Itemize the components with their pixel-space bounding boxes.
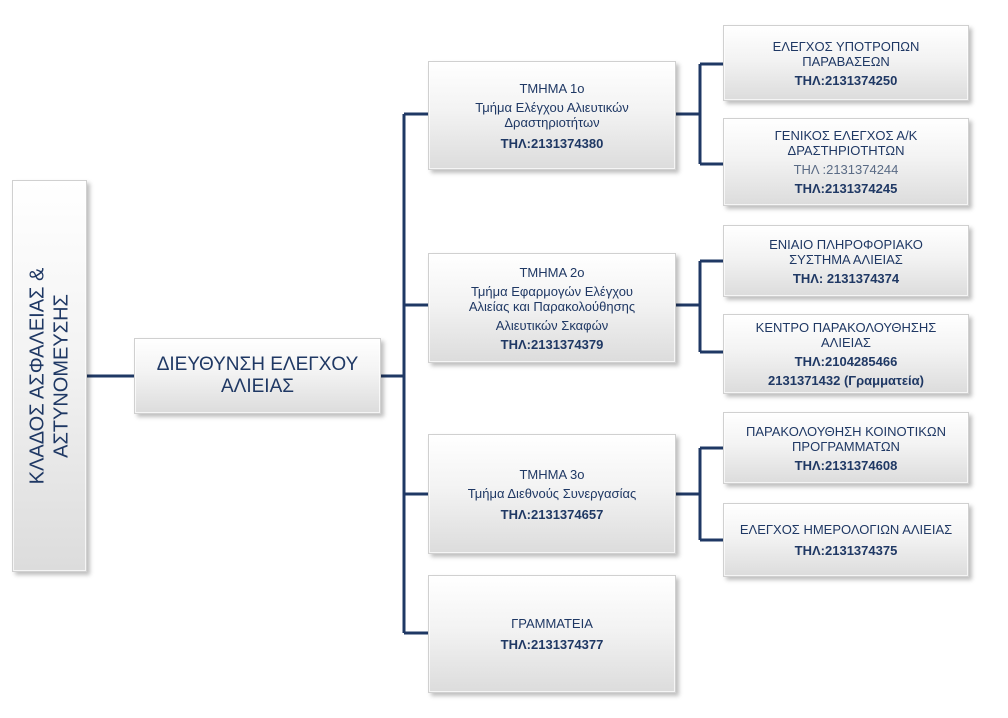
unit-1-name-line2: ΠΑΡΑΒΑΣΕΩΝ (802, 53, 890, 69)
unit-5-phone: ΤΗΛ:2131374608 (794, 457, 898, 473)
secretariat-box: ΓΡΑΜΜΑΤΕΙΑ ΤΗΛ:2131374377 (428, 575, 676, 693)
department-1-name-line1: Τμήμα Ελέγχου Αλιευτικών (475, 99, 629, 115)
unit-3-box: ΕΝΙΑΙΟ ΠΛΗΡΟΦΟΡΙΑΚΟ ΣΥΣΤΗΜΑ ΑΛΙΕΙΑΣ ΤΗΛ:… (723, 225, 969, 297)
department-2-name-line2: Αλιείας και Παρακολούθησης (468, 298, 636, 314)
unit-2-name-line2: ΔΡΑΣΤΗΡΙΟΤΗΤΩΝ (787, 143, 905, 158)
department-1-box: ΤΜΗΜΑ 1ο Τμήμα Ελέγχου Αλιευτικών Δραστη… (428, 61, 676, 170)
unit-3-name-line2: ΣΥΣΤΗΜΑ ΑΛΙΕΙΑΣ (789, 251, 903, 267)
root-label: ΚΛΑΔΟΣ ΑΣΦΑΛΕΙΑΣ & ΑΣΤΥΝΟΜΕΥΣΗΣ (26, 268, 74, 485)
unit-5-box: ΠΑΡΑΚΟΛΟΥΘΗΣΗ ΚΟΙΝΟΤΙΚΩΝ ΠΡΟΓΡΑΜΜΑΤΩΝ ΤΗ… (723, 412, 969, 484)
root-label-line2: ΑΣΤΥΝΟΜΕΥΣΗΣ (50, 294, 73, 458)
department-1-phone: ΤΗΛ:2131374380 (500, 135, 604, 151)
secretariat-title: ΓΡΑΜΜΑΤΕΙΑ (511, 616, 593, 631)
unit-5-name-line1: ΠΑΡΑΚΟΛΟΥΘΗΣΗ ΚΟΙΝΟΤΙΚΩΝ (746, 423, 946, 439)
unit-3-phone: ΤΗΛ: 2131374374 (792, 270, 900, 286)
department-3-box: ΤΜΗΜΑ 3ο Τμήμα Διεθνούς Συνεργασίας ΤΗΛ:… (428, 434, 676, 554)
unit-6-name: ΕΛΕΓΧΟΣ ΗΜΕΡΟΛΟΓΙΩΝ ΑΛΙΕΙΑΣ (739, 522, 953, 537)
unit-4-name-line2: ΑΛΙΕΙΑΣ (821, 335, 871, 350)
unit-3-name-line1: ΕΝΙΑΙΟ ΠΛΗΡΟΦΟΡΙΑΚΟ (769, 236, 923, 252)
directorate-line2: ΑΛΙΕΙΑΣ (220, 376, 294, 397)
unit-5-name-line2: ΠΡΟΓΡΑΜΜΑΤΩΝ (792, 438, 900, 454)
root-box-branch: ΚΛΑΔΟΣ ΑΣΦΑΛΕΙΑΣ & ΑΣΤΥΝΟΜΕΥΣΗΣ (12, 180, 87, 572)
unit-1-name-line1: ΕΛΕΓΧΟΣ ΥΠΟΤΡΟΠΩΝ (772, 38, 920, 54)
unit-4-phone: ΤΗΛ:2104285466 (794, 354, 898, 369)
department-3-name: Τμήμα Διεθνούς Συνεργασίας (467, 485, 637, 501)
department-3-title: ΤΜΗΜΑ 3ο (519, 466, 585, 482)
unit-4-phone-secretariat: 2131371432 (Γραμματεία) (768, 373, 924, 388)
department-2-box: ΤΜΗΜΑ 2ο Τμήμα Εφαρμογών Ελέγχου Αλιείας… (428, 253, 676, 363)
unit-6-box: ΕΛΕΓΧΟΣ ΗΜΕΡΟΛΟΓΙΩΝ ΑΛΙΕΙΑΣ ΤΗΛ:21313743… (723, 503, 969, 577)
department-2-phone: ΤΗΛ:2131374379 (500, 336, 604, 352)
directorate-box: ΔΙΕΥΘΥΝΣΗ ΕΛΕΓΧΟΥ ΑΛΙΕΙΑΣ (134, 338, 381, 414)
department-2-name-line3: Αλιευτικών Σκαφών (495, 317, 609, 333)
unit-6-phone: ΤΗΛ:2131374375 (794, 543, 898, 558)
unit-1-phone: ΤΗΛ:2131374250 (794, 72, 898, 88)
department-2-name-line1: Τμήμα Εφαρμογών Ελέγχου (470, 283, 634, 299)
unit-4-name-line1: ΚΕΝΤΡΟ ΠΑΡΑΚΟΛΟΥΘΗΣΗΣ (755, 320, 937, 335)
department-1-title: ΤΜΗΜΑ 1ο (519, 80, 585, 96)
unit-2-phone: ΤΗΛ:2131374245 (794, 181, 898, 196)
department-1-name-line2: Δραστηριοτήτων (504, 114, 600, 130)
department-2-title: ΤΜΗΜΑ 2ο (519, 264, 585, 280)
directorate-line1: ΔΙΕΥΘΥΝΣΗ ΕΛΕΓΧΟΥ (156, 354, 359, 375)
unit-4-box: ΚΕΝΤΡΟ ΠΑΡΑΚΟΛΟΥΘΗΣΗΣ ΑΛΙΕΙΑΣ ΤΗΛ:210428… (723, 314, 969, 394)
department-3-phone: ΤΗΛ:2131374657 (500, 506, 604, 522)
unit-1-box: ΕΛΕΓΧΟΣ ΥΠΟΤΡΟΠΩΝ ΠΑΡΑΒΑΣΕΩΝ ΤΗΛ:2131374… (723, 25, 969, 101)
unit-2-phone-alt: ΤΗΛ :2131374244 (793, 162, 899, 177)
unit-2-box: ΓΕΝΙΚΟΣ ΕΛΕΓΧΟΣ Α/Κ ΔΡΑΣΤΗΡΙΟΤΗΤΩΝ ΤΗΛ :… (723, 118, 969, 206)
root-label-line1: ΚΛΑΔΟΣ ΑΣΦΑΛΕΙΑΣ & (26, 267, 49, 485)
secretariat-phone: ΤΗΛ:2131374377 (500, 637, 604, 652)
unit-2-name-line1: ΓΕΝΙΚΟΣ ΕΛΕΓΧΟΣ Α/Κ (774, 128, 918, 143)
